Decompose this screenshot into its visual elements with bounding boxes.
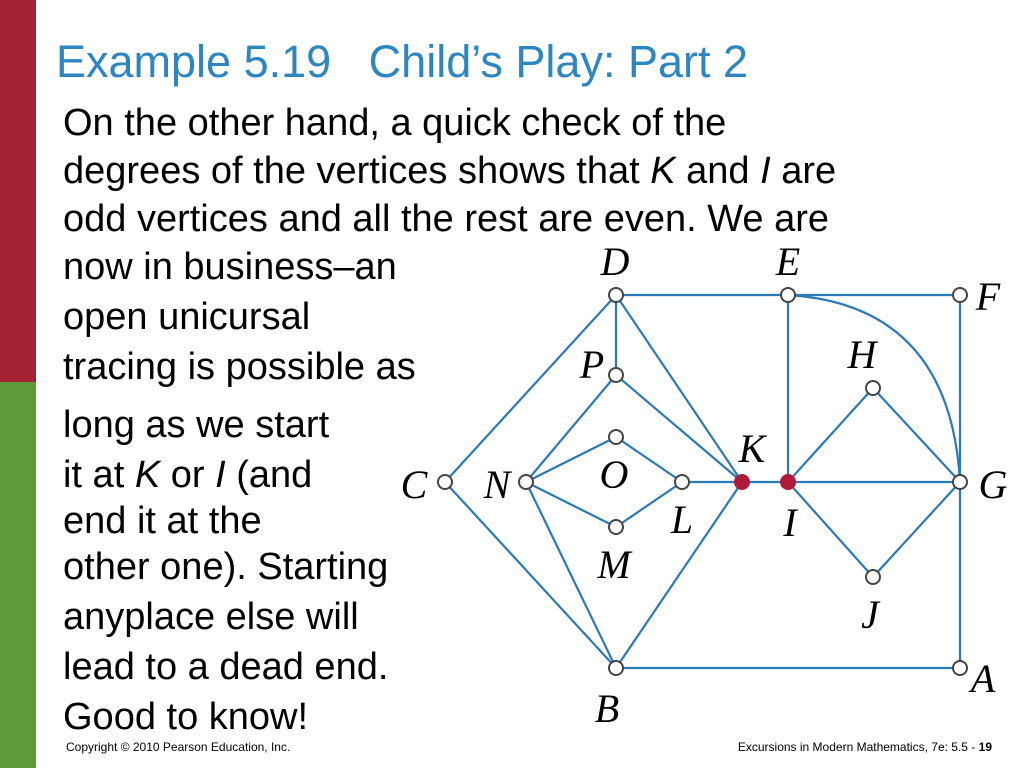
body-line-13: Good to know! (63, 696, 309, 738)
footer-page-number: 19 (978, 740, 992, 754)
vertex-label-g: G (979, 462, 1008, 507)
vertex-label-p: P (579, 342, 604, 387)
vertex-o (608, 429, 624, 445)
vertex-n (518, 474, 534, 490)
body-line-8-mid: or (160, 454, 216, 496)
body-line-5: open unicursal (63, 296, 311, 338)
edge-n-o (525, 436, 617, 483)
edge-h-g (872, 387, 961, 483)
vertex-label-j: J (861, 592, 881, 637)
edge-d-k (615, 294, 743, 483)
body-line-2: degrees of the vertices shows that K and… (63, 148, 836, 194)
edge-j-g (872, 481, 961, 578)
edge-p-n (525, 374, 617, 483)
edge-b-k (615, 481, 743, 669)
vertex-label-i: I (782, 500, 798, 545)
vertex-c (437, 474, 453, 490)
body-line-12: lead to a dead end. (63, 646, 389, 688)
edge-p-k (615, 374, 743, 483)
vertex-i (780, 474, 796, 490)
vertex-ref-i-2: I (215, 454, 226, 496)
vertex-ref-k-2: K (134, 454, 161, 496)
vertex-a (952, 660, 968, 676)
vertex-label-b: B (595, 686, 619, 731)
body-line-8: it at K or I (and (63, 452, 312, 498)
vertex-m (608, 519, 624, 535)
vertex-ref-i: I (760, 150, 771, 192)
side-bar-top (0, 0, 36, 382)
vertex-label-n: N (483, 462, 513, 507)
body-line-3: odd vertices and all the rest are even. … (63, 198, 830, 240)
body-line-2-mid: and (675, 150, 761, 192)
vertex-h (865, 380, 881, 396)
edge-o-l (615, 436, 683, 483)
edge-c-b (444, 481, 617, 669)
slide-title: Example 5.19 Child’s Play: Part 2 (56, 36, 749, 87)
vertex-label-a: A (968, 656, 996, 701)
vertex-label-f: F (975, 274, 1001, 319)
vertex-e (780, 287, 796, 303)
body-line-2-pre: degrees of the vertices shows that (63, 150, 651, 192)
vertex-f (952, 287, 968, 303)
body-line-1: On the other hand, a quick check of the (63, 102, 727, 144)
body-line-4: now in business–an (63, 246, 397, 288)
edge-m-l (615, 481, 683, 528)
vertex-label-k: K (738, 426, 768, 471)
body-line-2-post: are (770, 150, 837, 192)
edge-i-h (787, 387, 874, 483)
vertex-l (674, 474, 690, 490)
vertex-label-h: H (847, 332, 879, 377)
vertex-b (608, 660, 624, 676)
edge-n-b (525, 481, 617, 669)
footer-book-info: Excursions in Modern Mathematics, 7e: 5.… (738, 740, 992, 754)
body-line-6: tracing is possible as (63, 346, 416, 388)
vertex-p (608, 367, 624, 383)
footer-book-title: Excursions in Modern Mathematics, 7e: 5.… (737, 740, 979, 754)
vertex-g (952, 474, 968, 490)
body-line-7: long as we start (63, 404, 330, 446)
edge-n-m (525, 481, 617, 528)
footer-copyright: Copyright © 2010 Pearson Education, Inc. (66, 740, 291, 754)
vertex-label-e: E (775, 239, 800, 284)
vertex-d (608, 287, 624, 303)
vertex-label-l: L (670, 497, 693, 542)
vertex-k (734, 474, 750, 490)
vertex-label-m: M (596, 542, 633, 587)
edge-c-d (444, 294, 617, 483)
vertex-label-o: O (600, 452, 629, 497)
body-line-10: other one). Starting (63, 546, 389, 588)
vertex-label-d: D (600, 239, 630, 284)
body-line-8-post: (and (225, 454, 313, 496)
body-line-8-pre: it at (63, 454, 135, 496)
vertex-label-c: C (401, 462, 429, 507)
vertex-ref-k: K (650, 150, 676, 192)
edge-e-g (787, 293, 962, 483)
side-bar-bottom (0, 382, 36, 768)
body-line-11: anyplace else will (63, 596, 359, 638)
body-line-9: end it at the (63, 500, 262, 542)
vertex-j (865, 569, 881, 585)
edge-i-j (787, 481, 874, 578)
